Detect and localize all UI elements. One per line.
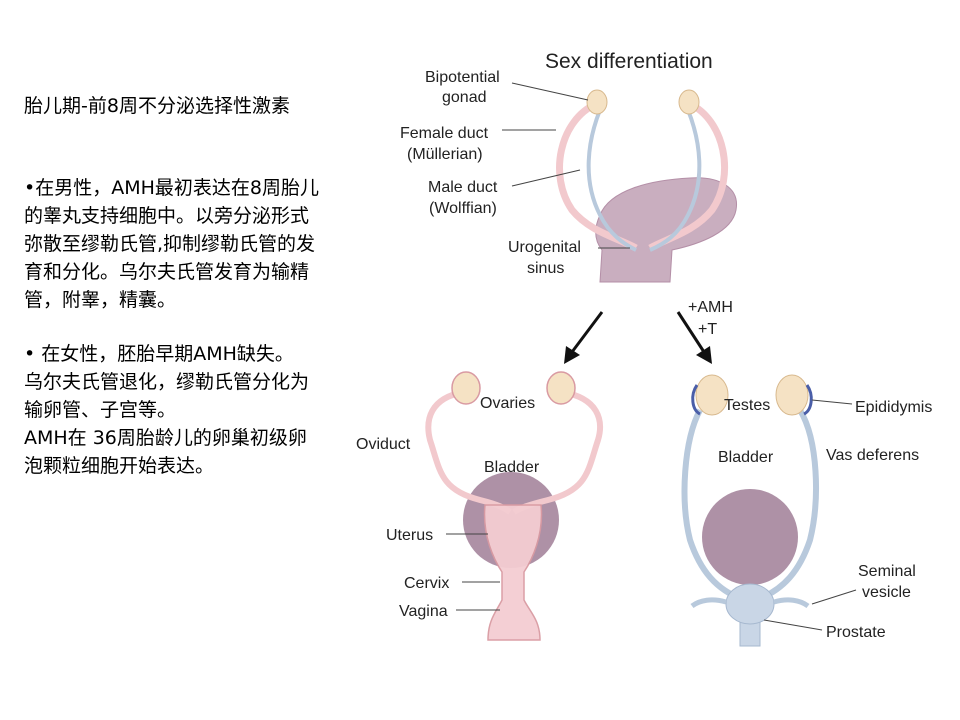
female-reproductive-tract: Ovaries Oviduct Bladder Uterus Cervix Va… <box>356 371 604 641</box>
arrow-to-female <box>570 311 604 353</box>
seminal-vesicle-right <box>773 597 810 609</box>
label-ovaries: Ovaries <box>480 395 535 412</box>
label-testes: Testes <box>724 397 770 414</box>
label-male-duct-1: Male duct <box>428 179 498 196</box>
label-oviduct: Oviduct <box>356 436 411 453</box>
testis-left <box>695 374 729 416</box>
label-bipotential-2: gonad <box>442 89 487 106</box>
male-paragraph: •在男性，AMH最初表达在8周胎儿的睾丸支持细胞中。以旁分泌形式弥散至缪勒氏管,… <box>24 177 319 311</box>
differentiation-arrows: +AMH +T <box>564 299 733 364</box>
male-bladder-shape <box>702 489 798 585</box>
gonad-right <box>678 89 700 115</box>
label-male-bladder: Bladder <box>718 449 774 466</box>
label-urogenital-1: Urogenital <box>508 239 581 256</box>
section-title: 胎儿期-前8周不分泌选择性激素 <box>24 95 290 117</box>
female-paragraph-2: 乌尔夫氏管退化，缪勒氏管分化为输卵管、子宫等。 <box>24 371 310 421</box>
epididymis-right <box>803 384 813 416</box>
label-seminal-1: Seminal <box>858 563 916 580</box>
female-paragraph-3: AMH在 36周胎龄儿的卵巢初级卵泡颗粒细胞开始表达。 <box>24 427 307 477</box>
label-prostate: Prostate <box>826 624 886 641</box>
male-reproductive-tract: Testes Epididymis Bladder Vas deferens S… <box>681 374 932 647</box>
ovary-left <box>451 371 481 405</box>
vas-deferens-right <box>754 408 819 603</box>
label-female-bladder: Bladder <box>484 459 540 476</box>
explanation-text: 胎儿期-前8周不分泌选择性激素 •在男性，AMH最初表达在8周胎儿的睾丸支持细胞… <box>24 92 324 480</box>
label-female-duct-1: Female duct <box>400 125 489 142</box>
label-bipotential-1: Bipotential <box>425 69 500 86</box>
label-t: +T <box>698 321 717 338</box>
label-vagina: Vagina <box>399 603 448 620</box>
epididymis-left <box>691 384 701 416</box>
label-seminal-2: vesicle <box>862 584 911 601</box>
label-cervix: Cervix <box>404 575 449 592</box>
ovary-right <box>546 371 576 405</box>
prostate-shape <box>725 583 775 625</box>
gonad-left <box>586 89 608 115</box>
uterus-shape <box>483 504 543 641</box>
seminal-vesicle-left <box>690 597 727 609</box>
label-female-duct-2: (Müllerian) <box>407 146 483 163</box>
male-duct-right <box>649 109 702 252</box>
vas-deferens-left <box>681 408 746 603</box>
label-urogenital-2: sinus <box>527 260 564 277</box>
female-paragraph-1: • 在女性，胚胎早期AMH缺失。 <box>24 343 294 365</box>
urogenital-sinus-shape <box>595 177 737 283</box>
male-duct-left <box>586 109 637 252</box>
indifferent-stage: Bipotential gonad Female duct (Müllerian… <box>400 69 737 283</box>
label-uterus: Uterus <box>386 527 433 544</box>
arrow-to-male <box>676 311 706 353</box>
label-male-duct-2: (Wolffian) <box>429 200 497 217</box>
testis-right <box>775 374 809 416</box>
sex-differentiation-diagram: Sex differentiation Bipotential gonad Fe… <box>356 50 932 647</box>
label-vas-deferens: Vas deferens <box>826 447 919 464</box>
label-epididymis: Epididymis <box>855 399 932 416</box>
female-duct-left <box>556 100 638 252</box>
diagram-title: Sex differentiation <box>545 50 713 73</box>
label-amh: +AMH <box>688 299 733 316</box>
